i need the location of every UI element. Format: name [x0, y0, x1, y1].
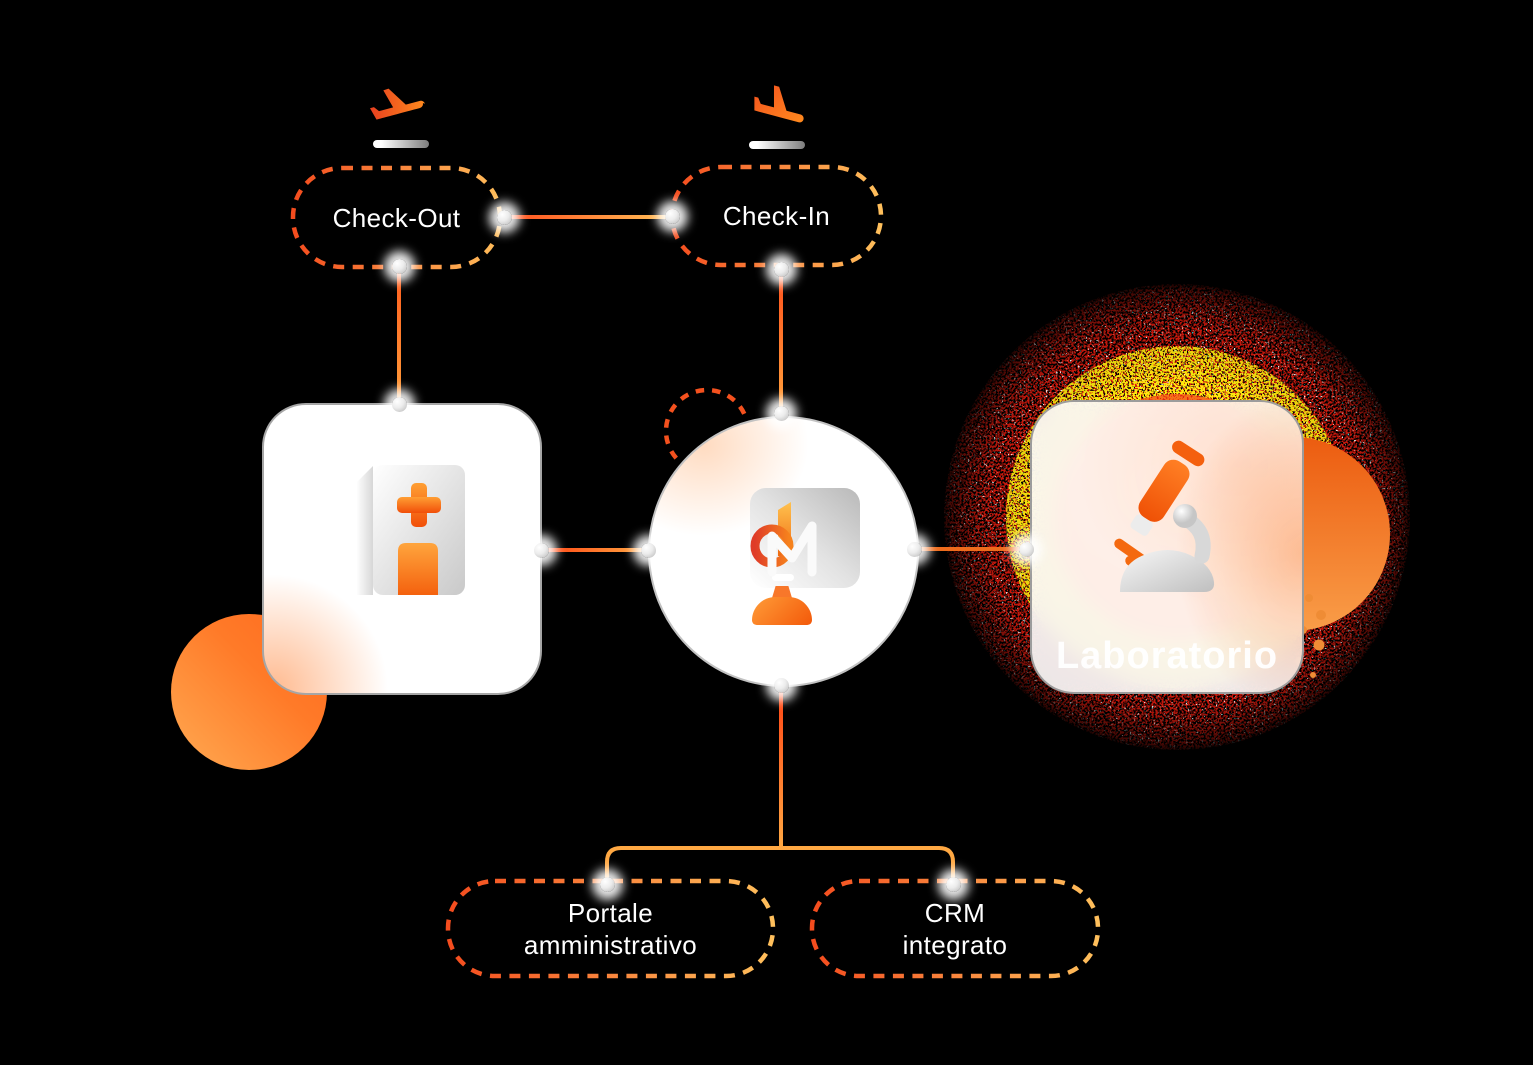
- connector-node-checkout-right: [497, 210, 512, 225]
- landing-runway-bar: [749, 141, 805, 149]
- connector-node-checkout-bottom: [392, 259, 407, 274]
- crm-label-line2: integrato: [902, 929, 1008, 960]
- crm-pill: CRM integrato: [812, 881, 1098, 976]
- checkin-pill: Check-In: [672, 167, 881, 265]
- portale-pill-outline: [445, 878, 776, 979]
- connector-node-hub-top: [774, 406, 789, 421]
- laboratory-card: Laboratorio: [1030, 400, 1304, 694]
- crm-label-line1: CRM: [924, 897, 986, 928]
- takeoff-runway-bar: [373, 140, 429, 148]
- connector-node-hub-left: [641, 543, 656, 558]
- checkin-label: Check-In: [722, 201, 831, 231]
- connector-node-portale-top: [600, 877, 615, 892]
- crm-pill-outline: [809, 878, 1101, 979]
- connector-node-checkin-bottom: [774, 262, 789, 277]
- plane-landing-icon: [754, 85, 804, 123]
- connector-node-hospital-top: [392, 397, 407, 412]
- microscope-icon: [1114, 440, 1215, 592]
- connector-node-hospital-right: [534, 543, 549, 558]
- decor-dot-trail: [1295, 594, 1326, 678]
- portale-label-line1: Portale: [567, 897, 654, 928]
- hub-circle: [648, 416, 919, 687]
- monitor-stand-neck: [772, 586, 792, 598]
- connector-node-crm-top: [946, 877, 961, 892]
- connector-node-hub-right: [907, 542, 922, 557]
- monitor-stand-base: [752, 597, 812, 625]
- connector-node-hub-bottom: [774, 678, 789, 693]
- portale-label-line2: amministrativo: [523, 929, 698, 960]
- plane-takeoff-icon: [370, 88, 425, 120]
- connector-node-lab-left: [1019, 542, 1034, 557]
- portale-pill: Portale amministrativo: [448, 881, 773, 976]
- laboratorio-label: Laboratorio: [1055, 635, 1279, 677]
- hospital-building-icon: [357, 465, 465, 595]
- dm-logo-icon: [750, 502, 817, 577]
- checkout-label: Check-Out: [332, 202, 461, 233]
- monitor-notch: [772, 574, 794, 581]
- connector-node-checkin-left: [665, 209, 680, 224]
- checkout-pill: Check-Out: [293, 168, 500, 267]
